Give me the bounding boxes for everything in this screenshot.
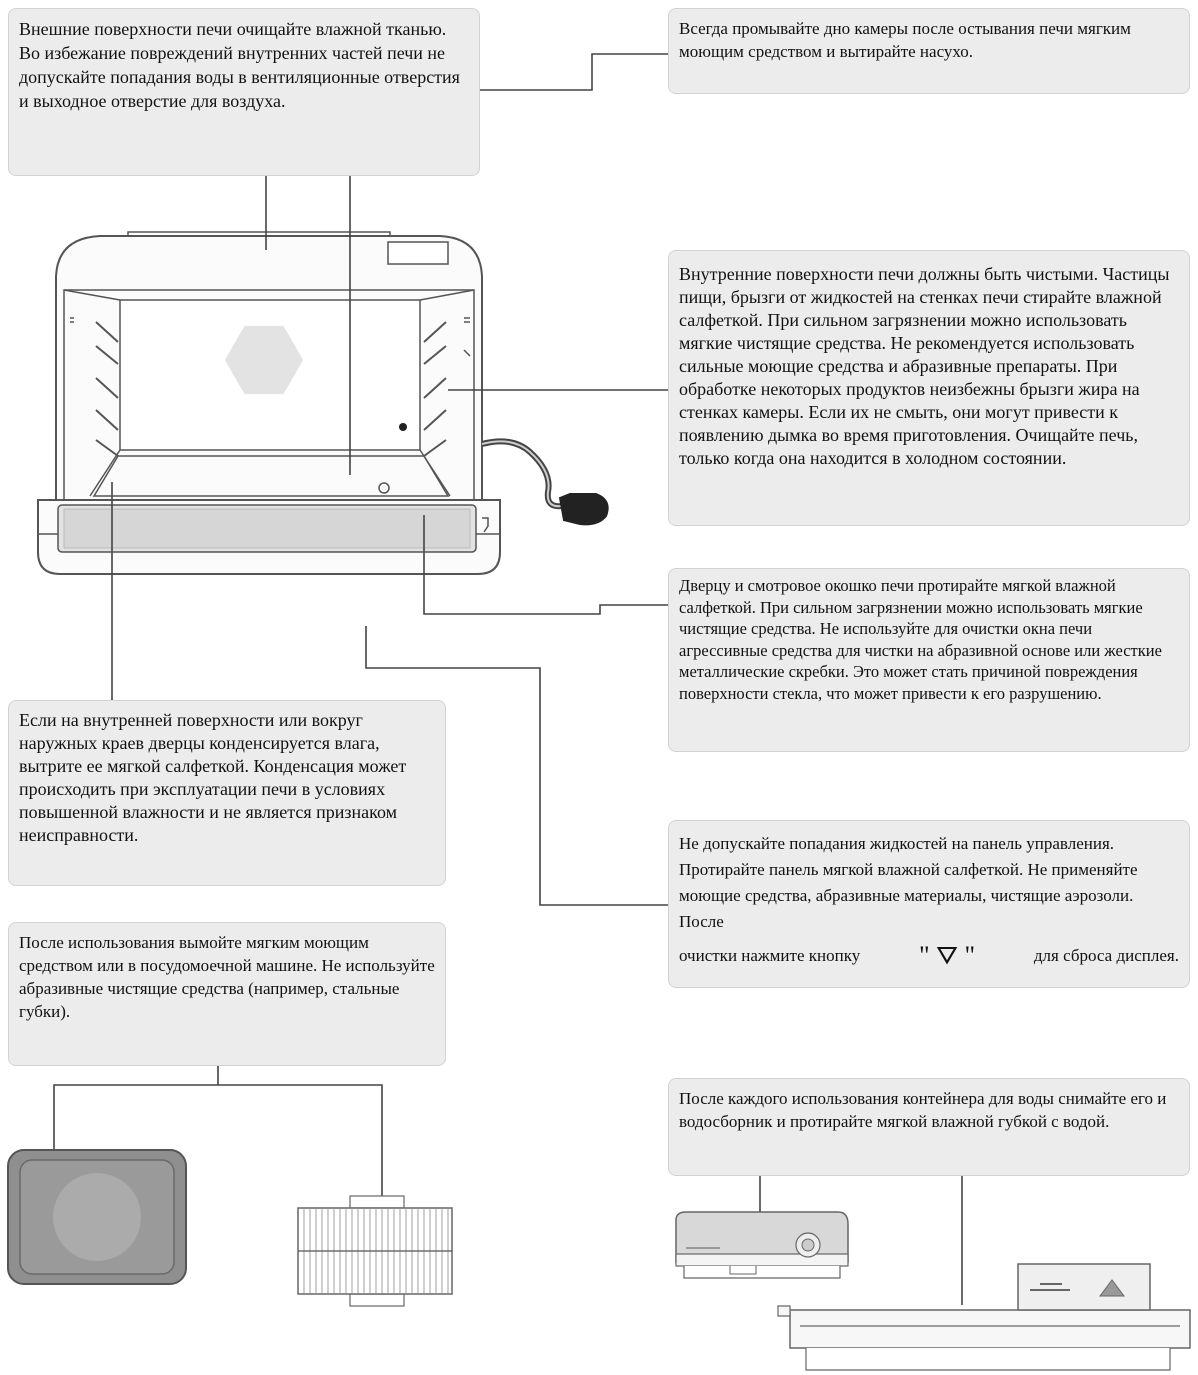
exterior-cleaning-text: Внешние поверхности печи очищайте влажно… — [19, 19, 460, 111]
chamber-bottom-text: Всегда промывайте дно камеры после остыв… — [679, 19, 1131, 61]
baking-tray-illustration — [7, 1149, 187, 1285]
callout-water-container: После каждого использования контейнера д… — [668, 1078, 1190, 1176]
door-window-text: Дверцу и смотровое окошко печи протирайт… — [679, 576, 1162, 703]
control-panel-text: Не допускайте попадания жидкостей на пан… — [679, 834, 1138, 931]
control-panel-reset-line: очистки нажмите кнопку " ⛛ " для сброса … — [679, 943, 1179, 969]
callout-accessories: После использования вымойте мягким моющи… — [8, 922, 446, 1066]
callout-condensation: Если на внутренней поверхности или вокру… — [8, 700, 446, 886]
callout-door-window: Дверцу и смотровое окошко печи протирайт… — [668, 568, 1190, 752]
callout-exterior-cleaning: Внешние поверхности печи очищайте влажно… — [8, 8, 480, 176]
control-panel-after-icon: для сброса дисплея. — [1033, 946, 1179, 965]
accessories-text: После использования вымойте мягким моющи… — [19, 933, 435, 1021]
control-panel-before-icon: очистки нажмите кнопку — [679, 946, 861, 965]
oven-illustration — [37, 231, 609, 575]
water-container-illustration — [675, 1211, 849, 1279]
callout-chamber-bottom: Всегда промывайте дно камеры после остыв… — [668, 8, 1190, 94]
condensation-text: Если на внутренней поверхности или вокру… — [19, 710, 407, 845]
grill-mesh-illustration — [297, 1195, 453, 1307]
drip-tray-illustration — [777, 1263, 1191, 1371]
callout-control-panel: Не допускайте попадания жидкостей на пан… — [668, 820, 1190, 988]
interior-cleaning-text: Внутренние поверхности печи должны быть … — [679, 264, 1170, 468]
water-container-text: После каждого использования контейнера д… — [679, 1089, 1167, 1131]
callout-interior-cleaning: Внутренние поверхности печи должны быть … — [668, 250, 1190, 526]
leader-lines — [53, 53, 963, 1305]
stop-reset-icon: " ⛛ " — [919, 941, 976, 970]
